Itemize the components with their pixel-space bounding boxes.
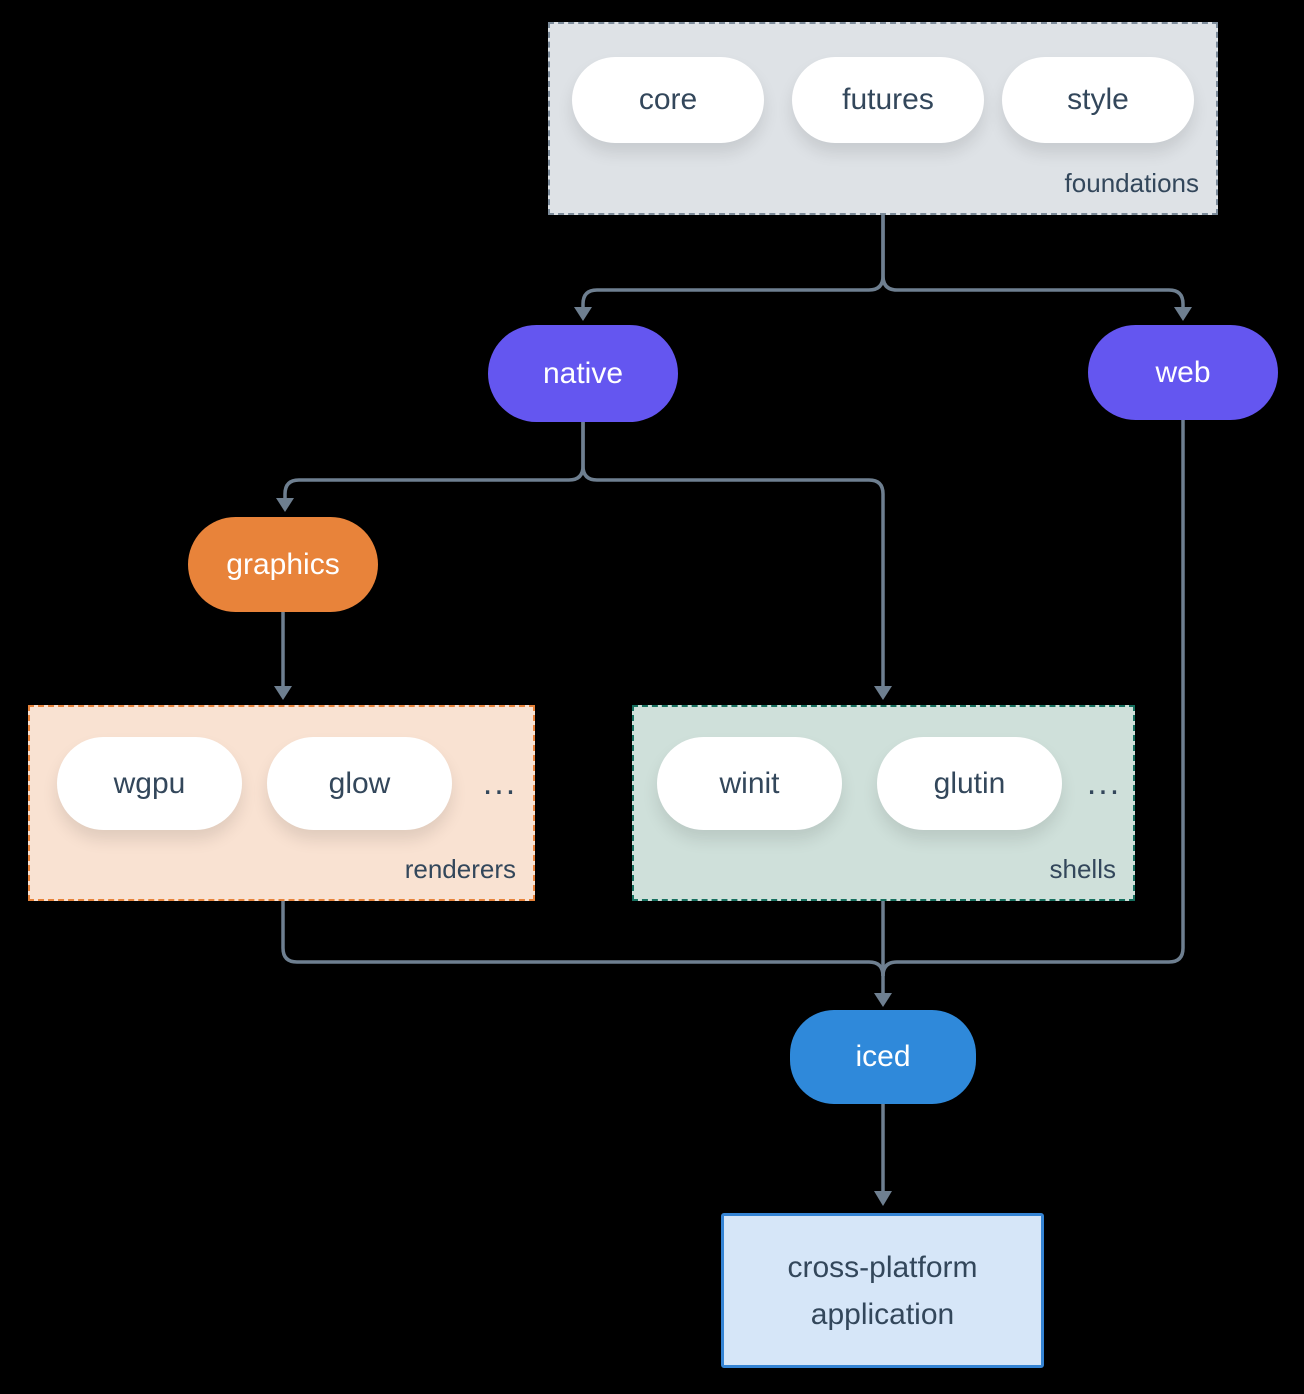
node-iced-label: iced (855, 1040, 911, 1073)
node-web: web (1088, 325, 1278, 420)
node-style: style (1002, 57, 1194, 143)
node-application: cross-platform application (721, 1213, 1044, 1368)
foundations-group-label: foundations (1064, 168, 1199, 198)
shells-group: winit glutin ... shells (632, 705, 1135, 901)
arrowhead-native (574, 307, 592, 321)
node-futures: futures (792, 57, 984, 143)
node-web-label: web (1155, 355, 1211, 389)
shells-ellipsis: ... (1086, 764, 1122, 802)
node-core-label: core (638, 83, 698, 116)
node-graphics-label: graphics (226, 547, 340, 581)
connector-graphics-to-renderers (274, 612, 292, 700)
node-glutin-label: glutin (933, 766, 1006, 800)
node-graphics: graphics (188, 517, 378, 612)
arrowhead-shells (874, 686, 892, 700)
node-core: core (572, 57, 764, 143)
node-style-label: style (1067, 83, 1129, 116)
renderers-ellipsis: ... (482, 764, 518, 802)
connector-native-to-shells (581, 422, 892, 700)
arrowhead-renderers (274, 686, 292, 700)
node-native-label: native (542, 356, 624, 390)
node-wgpu: wgpu (57, 737, 242, 830)
node-winit-label: winit (719, 766, 780, 800)
node-glow: glow (267, 737, 452, 830)
connector-foundations-to-web (881, 215, 1192, 321)
renderers-group: wgpu glow ... renderers (28, 705, 535, 901)
node-winit: winit (657, 737, 842, 830)
connector-foundations-to-native (574, 215, 885, 321)
connector-iced-to-application (874, 1103, 892, 1206)
arrowhead-application (874, 1191, 892, 1206)
node-iced: iced (790, 1010, 976, 1104)
arrowhead-iced (874, 993, 892, 1007)
shells-group-label: shells (1049, 854, 1116, 884)
arrowhead-graphics (276, 498, 294, 512)
connector-renderers-to-iced (281, 900, 885, 977)
node-application-label: cross-platform application (787, 1250, 978, 1331)
node-native: native (488, 325, 678, 422)
node-wgpu-label: wgpu (113, 766, 186, 800)
arrowhead-web (1174, 307, 1192, 321)
renderers-group-label: renderers (404, 854, 516, 884)
connector-native-to-graphics (276, 422, 585, 512)
node-futures-label: futures (842, 83, 934, 116)
node-glutin: glutin (877, 737, 1062, 830)
foundations-group: core futures style foundations (548, 22, 1218, 215)
connector-shells-to-iced (874, 900, 892, 1007)
node-glow-label: glow (328, 766, 391, 800)
